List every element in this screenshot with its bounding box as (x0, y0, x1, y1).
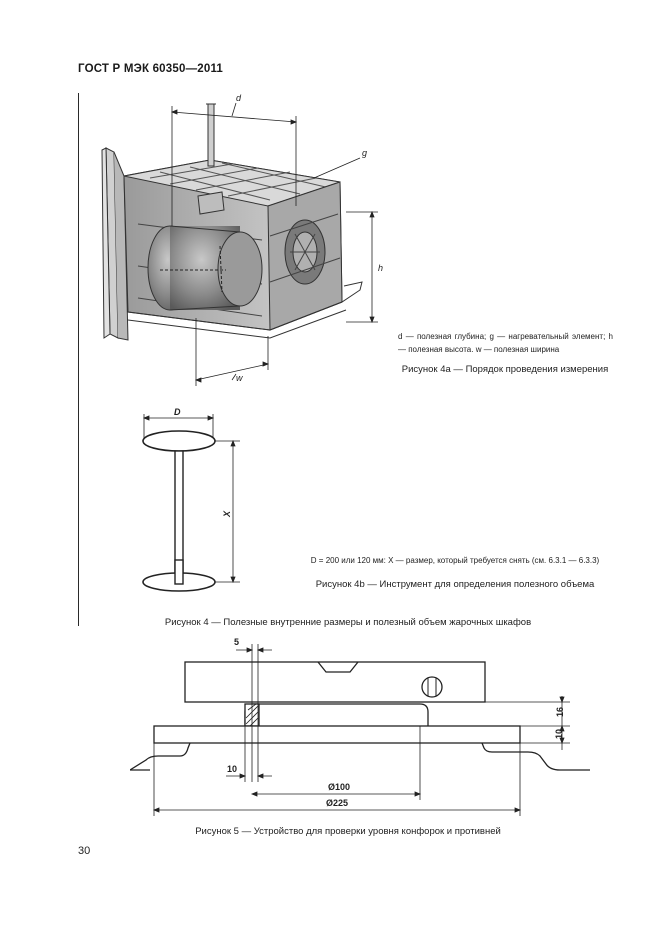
dim-5: 5 (234, 637, 239, 647)
test-cylinder (147, 225, 263, 311)
label-w: w (236, 373, 243, 383)
page-number: 30 (78, 845, 91, 857)
dim-10-left: 10 (227, 764, 237, 774)
figure-4a-caption: Рисунок 4а — Порядок проведения измерени… (401, 364, 609, 375)
figure-4a-legend: d — полезная глубина; g — нагревательный… (398, 332, 613, 354)
figure-4-caption: Рисунок 4 — Полезные внутренние размеры … (164, 617, 532, 628)
dim-d100: Ø100 (328, 782, 350, 792)
margin-rule (78, 93, 79, 626)
label-X: X (222, 510, 232, 518)
label-g: g (362, 148, 367, 158)
dim-d225: Ø225 (326, 798, 348, 808)
label-d: d (236, 93, 242, 103)
dimension-w (194, 318, 270, 386)
document-code: ГОСТ Р МЭК 60350—2011 (78, 63, 224, 75)
figure-4b-instrument-drawing: D X (142, 407, 240, 592)
label-D: D (174, 407, 181, 417)
oven-body (123, 159, 363, 339)
figure-4b-note: D = 200 или 120 мм: X — размер, который … (310, 556, 600, 565)
heating-element (197, 103, 225, 215)
figure-4a-oven-drawing: d g h w (101, 93, 383, 386)
dim-10-right: 10 (554, 729, 564, 739)
figure-5-level-device-drawing: 5 10 Ø100 Ø225 16 10 (130, 637, 590, 816)
label-h: h (378, 263, 383, 273)
figure-4b-caption: Рисунок 4b — Инструмент для определения … (315, 579, 595, 590)
oven-door-frame (101, 147, 129, 341)
bubble-vial (421, 676, 443, 698)
top-disc (142, 430, 216, 452)
base-plate (153, 725, 521, 744)
dimension-d (170, 102, 298, 226)
dim-16: 16 (555, 707, 565, 717)
figure-5-caption: Рисунок 5 — Устройство для проверки уров… (195, 826, 501, 837)
leader-g (313, 157, 361, 179)
dimension-h (346, 210, 378, 324)
